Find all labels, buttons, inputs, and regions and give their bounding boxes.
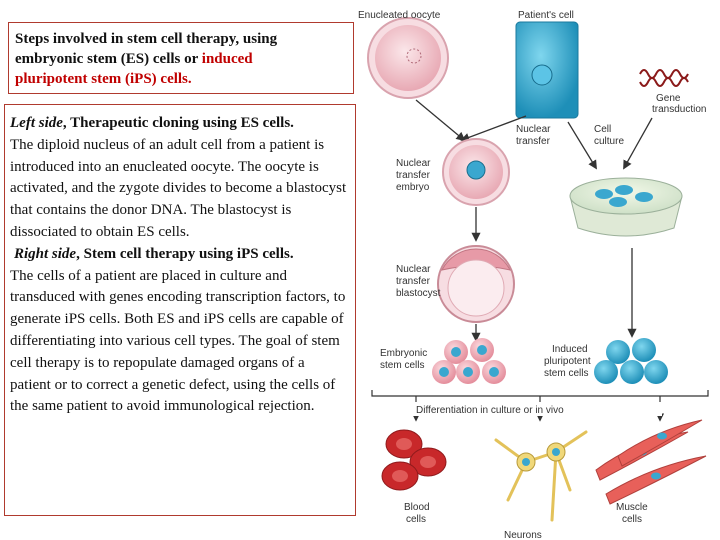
embryonic-stem-cells	[432, 338, 506, 384]
label-ips-3: stem cells	[544, 368, 588, 379]
neurons	[494, 430, 588, 522]
right-side-body: The cells of a patient are placed in cul…	[10, 267, 346, 415]
label-nt-blast-2: transfer	[396, 276, 431, 287]
label-cell: Cell	[594, 124, 611, 135]
intro-line-2: embryonic stem (ES) cells or induced	[15, 49, 347, 69]
nuclear-transfer-embryo	[442, 138, 510, 206]
label-muscle-1: Muscle	[616, 502, 648, 513]
arrow-cell-culture	[567, 121, 597, 170]
label-nt-blast-3: blastocyst	[396, 288, 441, 299]
label-nt-embryo-2: transfer	[396, 170, 431, 181]
label-nt-embryo-3: embryo	[396, 182, 430, 193]
label-blood-2: cells	[406, 514, 426, 525]
intro-title-box: Steps involved in stem cell therapy, usi…	[8, 22, 354, 94]
label-transfer: transfer	[516, 136, 551, 147]
intro-line-2-text: embryonic stem (ES) cells or	[15, 51, 199, 67]
left-side-heading-rest: , Therapeutic cloning using ES cells.	[62, 115, 294, 131]
right-side-heading-rest: , Stem cell therapy using iPS cells.	[76, 245, 294, 262]
muscle-cells	[595, 419, 707, 505]
arrow-gene-transduction	[623, 117, 653, 170]
differentiation-label-bg	[412, 402, 662, 416]
label-es-1: Embryonic	[380, 348, 427, 359]
culture-dish	[569, 177, 683, 237]
intro-line-2-red: induced	[201, 51, 253, 67]
intro-line-3: pluripotent stem (iPS) cells.	[15, 71, 192, 87]
left-side-heading-italic: Left side	[10, 115, 63, 131]
label-enucleated-oocyte: Enucleated oocyte	[358, 10, 441, 21]
stem-cell-diagram: Enucleated oocyte Patient's cell Gene tr…	[356, 0, 720, 540]
left-side-body: The diploid nucleus of an adult cell fro…	[10, 136, 347, 240]
arrow-oocyte	[415, 99, 466, 142]
label-transduction: transduction	[652, 104, 706, 115]
label-neurons: Neurons	[504, 530, 542, 540]
label-ips-1: Induced	[552, 344, 588, 355]
right-side-heading: Right side, Stem cell therapy using iPS …	[10, 244, 349, 266]
label-ips-2: pluripotent	[544, 356, 591, 367]
arrow-nuclear-transfer	[460, 115, 527, 142]
label-muscle-2: cells	[622, 514, 642, 525]
left-side-heading: Left side, Therapeutic cloning using ES …	[10, 113, 349, 135]
induced-pluripotent-stem-cells	[594, 338, 668, 384]
label-es-2: stem cells	[380, 360, 424, 371]
label-gene: Gene	[656, 93, 681, 104]
enucleated-oocyte	[367, 17, 449, 99]
label-culture: culture	[594, 136, 624, 147]
label-differentiation: Differentiation in culture or in vivo	[416, 405, 564, 416]
label-nt-embryo-1: Nuclear	[396, 158, 431, 169]
intro-line-1: Steps involved in stem cell therapy, usi…	[15, 31, 278, 47]
diagram-svg: Enucleated oocyte Patient's cell Gene tr…	[358, 10, 709, 540]
label-blood-1: Blood	[404, 502, 430, 513]
gene-dna-icon	[639, 69, 689, 87]
patients-cell	[515, 21, 579, 119]
blood-cells	[381, 429, 447, 491]
nuclear-transfer-blastocyst	[437, 245, 515, 323]
label-nuclear: Nuclear	[516, 124, 551, 135]
description-box: Left side, Therapeutic cloning using ES …	[4, 104, 356, 516]
label-patients-cell: Patient's cell	[518, 10, 574, 21]
label-nt-blast-1: Nuclear	[396, 264, 431, 275]
right-side-heading-italic: Right side	[14, 245, 77, 262]
